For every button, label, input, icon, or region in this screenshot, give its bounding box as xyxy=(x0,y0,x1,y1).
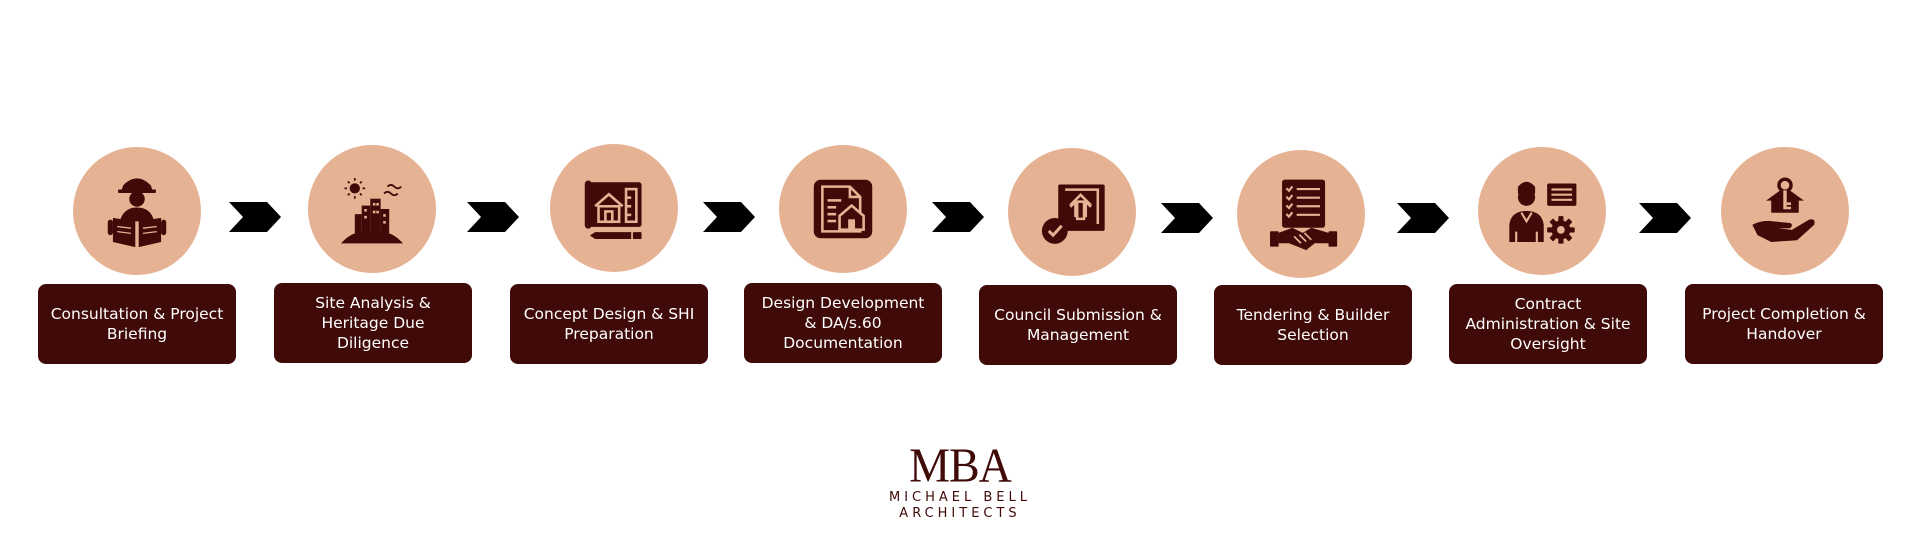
chevron-arrow-icon xyxy=(703,202,755,232)
step-5-label: Council Submission & Management xyxy=(979,285,1177,365)
chevron-arrow-icon xyxy=(467,202,519,232)
step-6-icon-circle xyxy=(1237,150,1365,278)
step-7-icon-circle xyxy=(1478,147,1606,275)
manager-gear-board-icon xyxy=(1509,181,1577,244)
chevron-arrow-icon xyxy=(1161,203,1213,233)
upload-approval-check-icon xyxy=(1041,184,1105,244)
step-2-icon-circle xyxy=(308,145,436,273)
city-site-sun-icon xyxy=(341,178,403,244)
chevron-arrow-icon xyxy=(932,202,984,232)
step-4-icon-circle xyxy=(779,145,907,273)
step-2-label: Site Analysis & Heritage Due Diligence xyxy=(274,283,472,363)
logo-name-line: ARCHITECTS xyxy=(899,506,1021,521)
chevron-arrow-icon xyxy=(1639,203,1691,233)
chevron-arrow-icon xyxy=(229,202,281,232)
step-1-label: Consultation & Project Briefing xyxy=(38,284,236,364)
step-1-icon-circle xyxy=(73,147,201,275)
chevron-arrow-icon xyxy=(1397,203,1449,233)
house-blueprint-pencil-icon xyxy=(584,180,642,239)
logo-mark: MBA xyxy=(909,438,1012,493)
logo-name-line: MICHAEL BELL xyxy=(888,490,1031,505)
step-3-label: Concept Design & SHI Preparation xyxy=(510,284,708,364)
house-key-hand-icon xyxy=(1752,177,1815,242)
step-5-icon-circle xyxy=(1008,148,1136,276)
step-6-label: Tendering & Builder Selection xyxy=(1214,285,1412,365)
step-3-icon-circle xyxy=(550,144,678,272)
company-logo: MBA MICHAEL BELL ARCHITECTS xyxy=(820,438,1100,522)
construction-worker-blueprint-icon xyxy=(107,178,167,248)
house-document-icon xyxy=(813,179,873,239)
checklist-handshake-icon xyxy=(1270,179,1338,251)
step-7-label: Contract Administration & Site Oversight xyxy=(1449,284,1647,364)
step-8-label: Project Completion & Handover xyxy=(1685,284,1883,364)
step-8-icon-circle xyxy=(1721,147,1849,275)
step-4-label: Design Development & DA/s.60 Documentati… xyxy=(744,283,942,363)
